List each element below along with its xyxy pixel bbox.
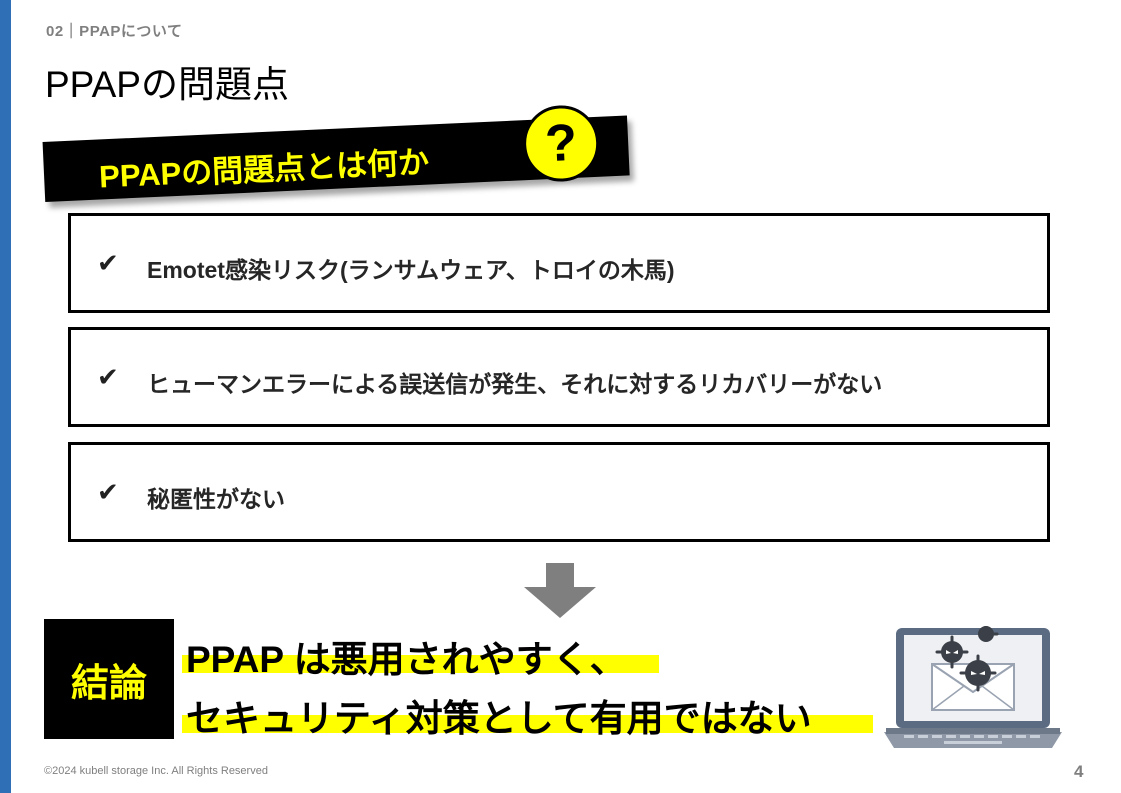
question-banner: PPAPの問題点とは何か ? — [42, 103, 630, 216]
problem-text: 秘匿性がない — [147, 486, 285, 512]
conclusion-badge: 結論 — [44, 619, 174, 739]
problem-item: ✔ Emotet感染リスク(ランサムウェア、トロイの木馬) — [68, 213, 1050, 313]
conclusion-text-1: PPAP は悪用されやすく、 — [186, 639, 627, 680]
highlight-bar — [182, 655, 659, 673]
left-accent-bar — [0, 0, 11, 793]
problem-text: Emotet感染リスク(ランサムウェア、トロイの木馬) — [147, 257, 675, 283]
problem-text: ヒューマンエラーによる誤送信が発生、それに対するリカバリーがない — [147, 371, 883, 397]
conclusion-line-2: セキュリティ対策として有用ではない — [182, 684, 876, 739]
page-number: 4 — [1074, 762, 1084, 781]
laptop-virus-email-icon — [884, 626, 1062, 748]
problem-item: ✔ ヒューマンエラーによる誤送信が発生、それに対するリカバリーがない — [68, 327, 1050, 427]
problem-item: ✔ 秘匿性がない — [68, 442, 1050, 542]
check-icon: ✔ — [97, 362, 119, 392]
page-title: PPAPの問題点 — [45, 64, 289, 105]
conclusion-line-1: PPAP は悪用されやすく、 — [182, 625, 662, 680]
check-icon: ✔ — [97, 248, 119, 278]
conclusion-text-2: セキュリティ対策として有用ではない — [186, 698, 812, 739]
banner-text: PPAPの問題点とは何か — [98, 144, 430, 195]
check-icon: ✔ — [97, 477, 119, 507]
highlight-bar — [182, 715, 873, 733]
copyright-text: ©2024 kubell storage Inc. All Rights Res… — [44, 765, 268, 777]
conclusion-label: 結論 — [70, 662, 147, 705]
down-arrow-icon — [524, 563, 596, 618]
section-label: 02｜PPAPについて — [46, 23, 183, 40]
